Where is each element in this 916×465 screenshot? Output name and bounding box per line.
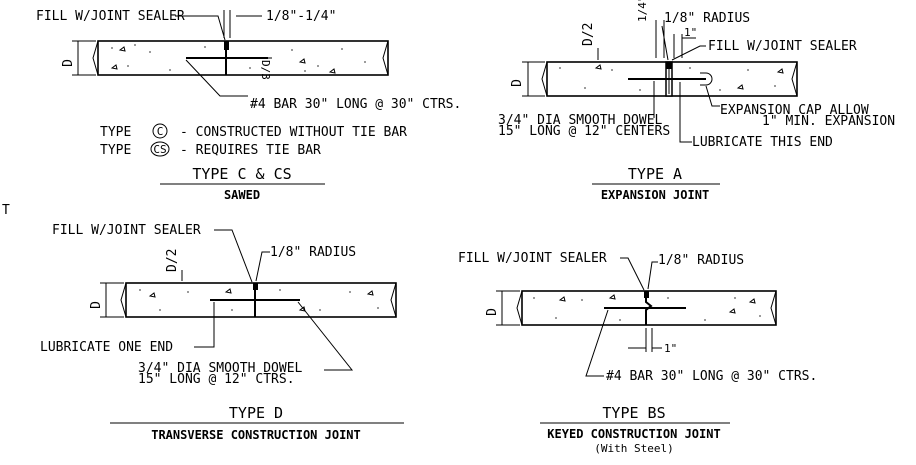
type-a-break-left xyxy=(541,61,548,97)
type-a-title: TYPE A xyxy=(628,165,682,183)
type-a-lube-note: LUBRICATE THIS END xyxy=(692,135,833,150)
type-bs-subtitle: KEYED CONSTRUCTION JOINT xyxy=(547,427,720,441)
type-d-sealer xyxy=(253,283,258,290)
type-bs-radius-note: 1/8" RADIUS xyxy=(658,253,744,268)
type-d-d-label: D xyxy=(89,301,104,309)
type-a-cap-note-1: EXPANSION CAP ALLOW xyxy=(720,103,869,118)
type-d-radius-note: 1/8" RADIUS xyxy=(270,245,356,260)
type-bs-aggregate xyxy=(533,297,761,321)
type-a-fill-note: FILL W/JOINT SEALER xyxy=(708,39,857,54)
type-a-cap-note-2: 1" MIN. EXPANSION xyxy=(762,114,895,129)
type-bs-break-right xyxy=(770,290,777,326)
type-bs-break-left xyxy=(516,290,523,326)
type-c-aggregate xyxy=(111,44,366,72)
type-bs-d-label: D xyxy=(485,308,500,316)
type-c-legend-prefix: TYPE xyxy=(100,125,131,140)
type-cs-legend-text: - REQUIRES TIE BAR xyxy=(180,143,321,158)
type-a-d-label: D xyxy=(510,79,525,87)
detail-type-d: D D/2 FILL W/JOINT SEALER 1/8" RADIUS LU… xyxy=(40,223,404,442)
type-bs-bar-leader xyxy=(585,309,609,377)
type-c-aggregate-marks xyxy=(110,46,336,74)
type-bs-aggregate-marks xyxy=(558,294,756,314)
type-cs-symbol-circle xyxy=(150,141,170,157)
type-bs-bar-note: #4 BAR 30" LONG @ 30" CTRS. xyxy=(606,369,817,384)
type-c-legend-text: - CONSTRUCTED WITHOUT TIE BAR xyxy=(180,125,407,140)
type-a-radius-note: 1/8" RADIUS xyxy=(664,11,750,26)
type-bs-title: TYPE BS xyxy=(602,404,665,422)
type-d-break-right xyxy=(390,282,397,318)
type-c-subtitle: SAWED xyxy=(224,188,260,202)
type-d-fill-note: FILL W/JOINT SEALER xyxy=(52,223,201,238)
type-c-sealer xyxy=(224,41,229,50)
type-d-d2-label: D/2 xyxy=(165,249,180,272)
type-d-break-left xyxy=(120,282,127,318)
type-d-aggregate xyxy=(139,289,379,311)
type-bs-fill-note: FILL W/JOINT SEALER xyxy=(458,251,607,266)
type-d-radius-leader xyxy=(255,251,270,282)
type-d-lube-leader xyxy=(194,302,215,348)
type-c-title: TYPE C & CS xyxy=(192,165,291,183)
type-bs-radius-leader xyxy=(647,261,658,290)
type-a-break-right xyxy=(791,61,798,97)
type-cs-legend-prefix: TYPE xyxy=(100,143,131,158)
type-a-d2-label: D/2 xyxy=(581,23,596,46)
type-a-radius-leader xyxy=(661,25,669,61)
type-a-lube-leader xyxy=(679,82,692,143)
type-c-gap-dim: 1/8"-1/4" xyxy=(266,9,336,24)
type-a-one-inch: 1" xyxy=(684,26,697,39)
type-a-fill-leader xyxy=(671,45,706,61)
type-c-fill-note: FILL W/JOINT SEALER xyxy=(36,9,185,24)
type-a-quarter-dim: 1/4" xyxy=(636,0,649,22)
detail-type-c-cs: D FILL W/JOINT SEALER 1/8"-1/4" D/3 #4 B… xyxy=(36,9,461,202)
type-a-aggregate xyxy=(559,67,776,91)
type-a-aggregate-marks xyxy=(594,64,784,90)
type-a-dowel-note-1: 3/4" DIA SMOOTH DOWEL xyxy=(498,113,663,128)
type-c-bar-note: #4 BAR 30" LONG @ 30" CTRS. xyxy=(250,97,461,112)
type-d-dowel-note-2: 15" LONG @ 12" CTRS. xyxy=(138,372,295,387)
type-c-break-left xyxy=(92,40,99,76)
type-d-aggregate-marks xyxy=(148,288,374,312)
type-bs-one-inch: 1" xyxy=(664,342,677,355)
type-d-dowel-leader xyxy=(297,301,354,371)
type-c-break-right xyxy=(382,40,389,76)
detail-type-bs: D FILL W/JOINT SEALER 1/8" RADIUS 1" #4 … xyxy=(458,251,817,455)
type-c-fill-leader xyxy=(175,15,226,41)
type-a-subtitle: EXPANSION JOINT xyxy=(601,188,709,202)
type-c-d-label: D xyxy=(61,59,76,67)
type-d-dowel-note-1: 3/4" DIA SMOOTH DOWEL xyxy=(138,361,303,376)
type-d-lube-note: LUBRICATE ONE END xyxy=(40,340,173,355)
type-c-symbol-circle xyxy=(152,123,168,139)
type-c-depth-label: D/3 xyxy=(259,60,272,80)
type-d-title: TYPE D xyxy=(229,404,283,422)
type-c-symbol: C xyxy=(157,125,164,138)
type-c-bar-leader xyxy=(185,59,248,97)
type-bs-fill-leader xyxy=(620,257,645,291)
detail-type-a: D D/2 1/4" 1/8" RADIUS 1" FILL W/JOINT S… xyxy=(498,0,895,202)
type-a-cap-leader xyxy=(705,85,720,107)
type-bs-subtitle-2: (With Steel) xyxy=(594,442,673,455)
edge-fragment-text: T xyxy=(2,203,10,218)
type-a-sealer xyxy=(666,62,672,69)
type-d-fill-leader xyxy=(214,229,253,283)
type-d-subtitle: TRANSVERSE CONSTRUCTION JOINT xyxy=(151,428,361,442)
type-bs-sealer xyxy=(644,291,649,298)
type-a-dowel-note-2: 15" LONG @ 12" CENTERS xyxy=(498,124,670,139)
type-a-expansion-cap xyxy=(700,72,713,86)
type-bs-key-joint xyxy=(645,291,653,325)
type-cs-symbol: CS xyxy=(153,143,166,156)
